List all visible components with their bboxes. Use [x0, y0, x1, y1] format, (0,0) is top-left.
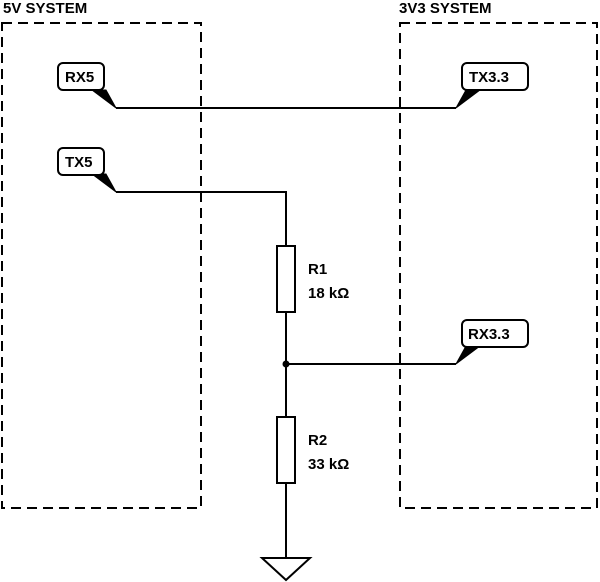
- tx33-flag-box: [461, 62, 529, 91]
- r2-ref-label: R2: [308, 432, 327, 449]
- tx5-net-flag: TX5: [57, 147, 117, 193]
- rx33-net-label: RX3.3: [468, 326, 510, 343]
- rx5-net-flag: RX5: [57, 62, 117, 109]
- tx33-net-label: TX3.3: [469, 69, 509, 86]
- 3v3-system-boundary: [399, 22, 598, 509]
- tx5-net-label: TX5: [65, 154, 93, 171]
- rx5-flag-tip-icon: [90, 89, 117, 109]
- 5v-system-title: 5V SYSTEM: [3, 0, 87, 17]
- r1-value-label: 18 kΩ: [308, 285, 349, 302]
- resistor-r1-body: [276, 245, 296, 313]
- r1-ref-label: R1: [308, 261, 327, 278]
- 5v-system-boundary: [1, 22, 202, 509]
- rx33-flag-box: [461, 319, 529, 348]
- rx33-flag-tip-icon: [455, 345, 482, 365]
- tx5-flag-tip-icon: [90, 173, 117, 193]
- 3v3-system-title: 3V3 SYSTEM: [399, 0, 492, 17]
- tx33-flag-tip-icon: [455, 89, 482, 109]
- tx5-divider-wire: [116, 191, 287, 246]
- rx5-net-label: RX5: [65, 69, 94, 86]
- resistor-r2-body: [276, 416, 296, 484]
- tx33-net-flag: TX3.3: [455, 62, 529, 109]
- rx33-net-flag: RX3.3: [455, 319, 529, 365]
- rx5-flag-box: [57, 62, 105, 91]
- ground-symbol-icon: [259, 557, 313, 582]
- r2-value-label: 33 kΩ: [308, 456, 349, 473]
- junction-dot-icon: [282, 360, 290, 368]
- tx5-flag-box: [57, 147, 105, 176]
